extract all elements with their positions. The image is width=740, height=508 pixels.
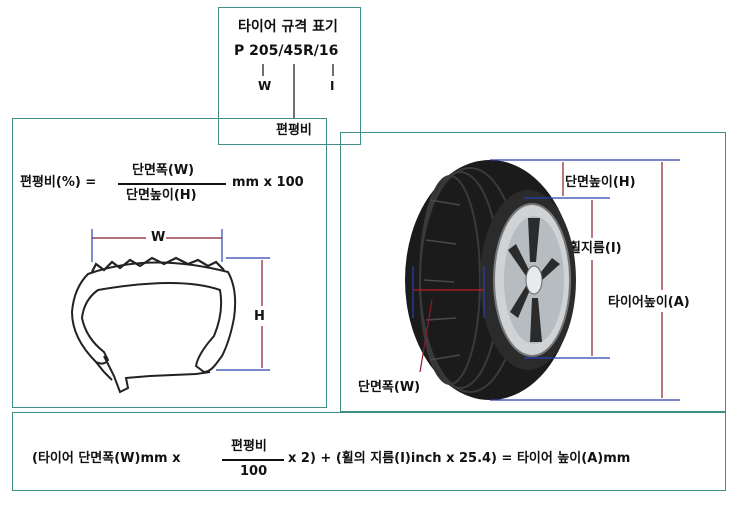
tire-icon [405, 160, 576, 400]
spec-leader-lines [263, 64, 333, 118]
cross-section-width-dimension [92, 229, 222, 262]
cross-section-tire-icon [72, 258, 235, 392]
